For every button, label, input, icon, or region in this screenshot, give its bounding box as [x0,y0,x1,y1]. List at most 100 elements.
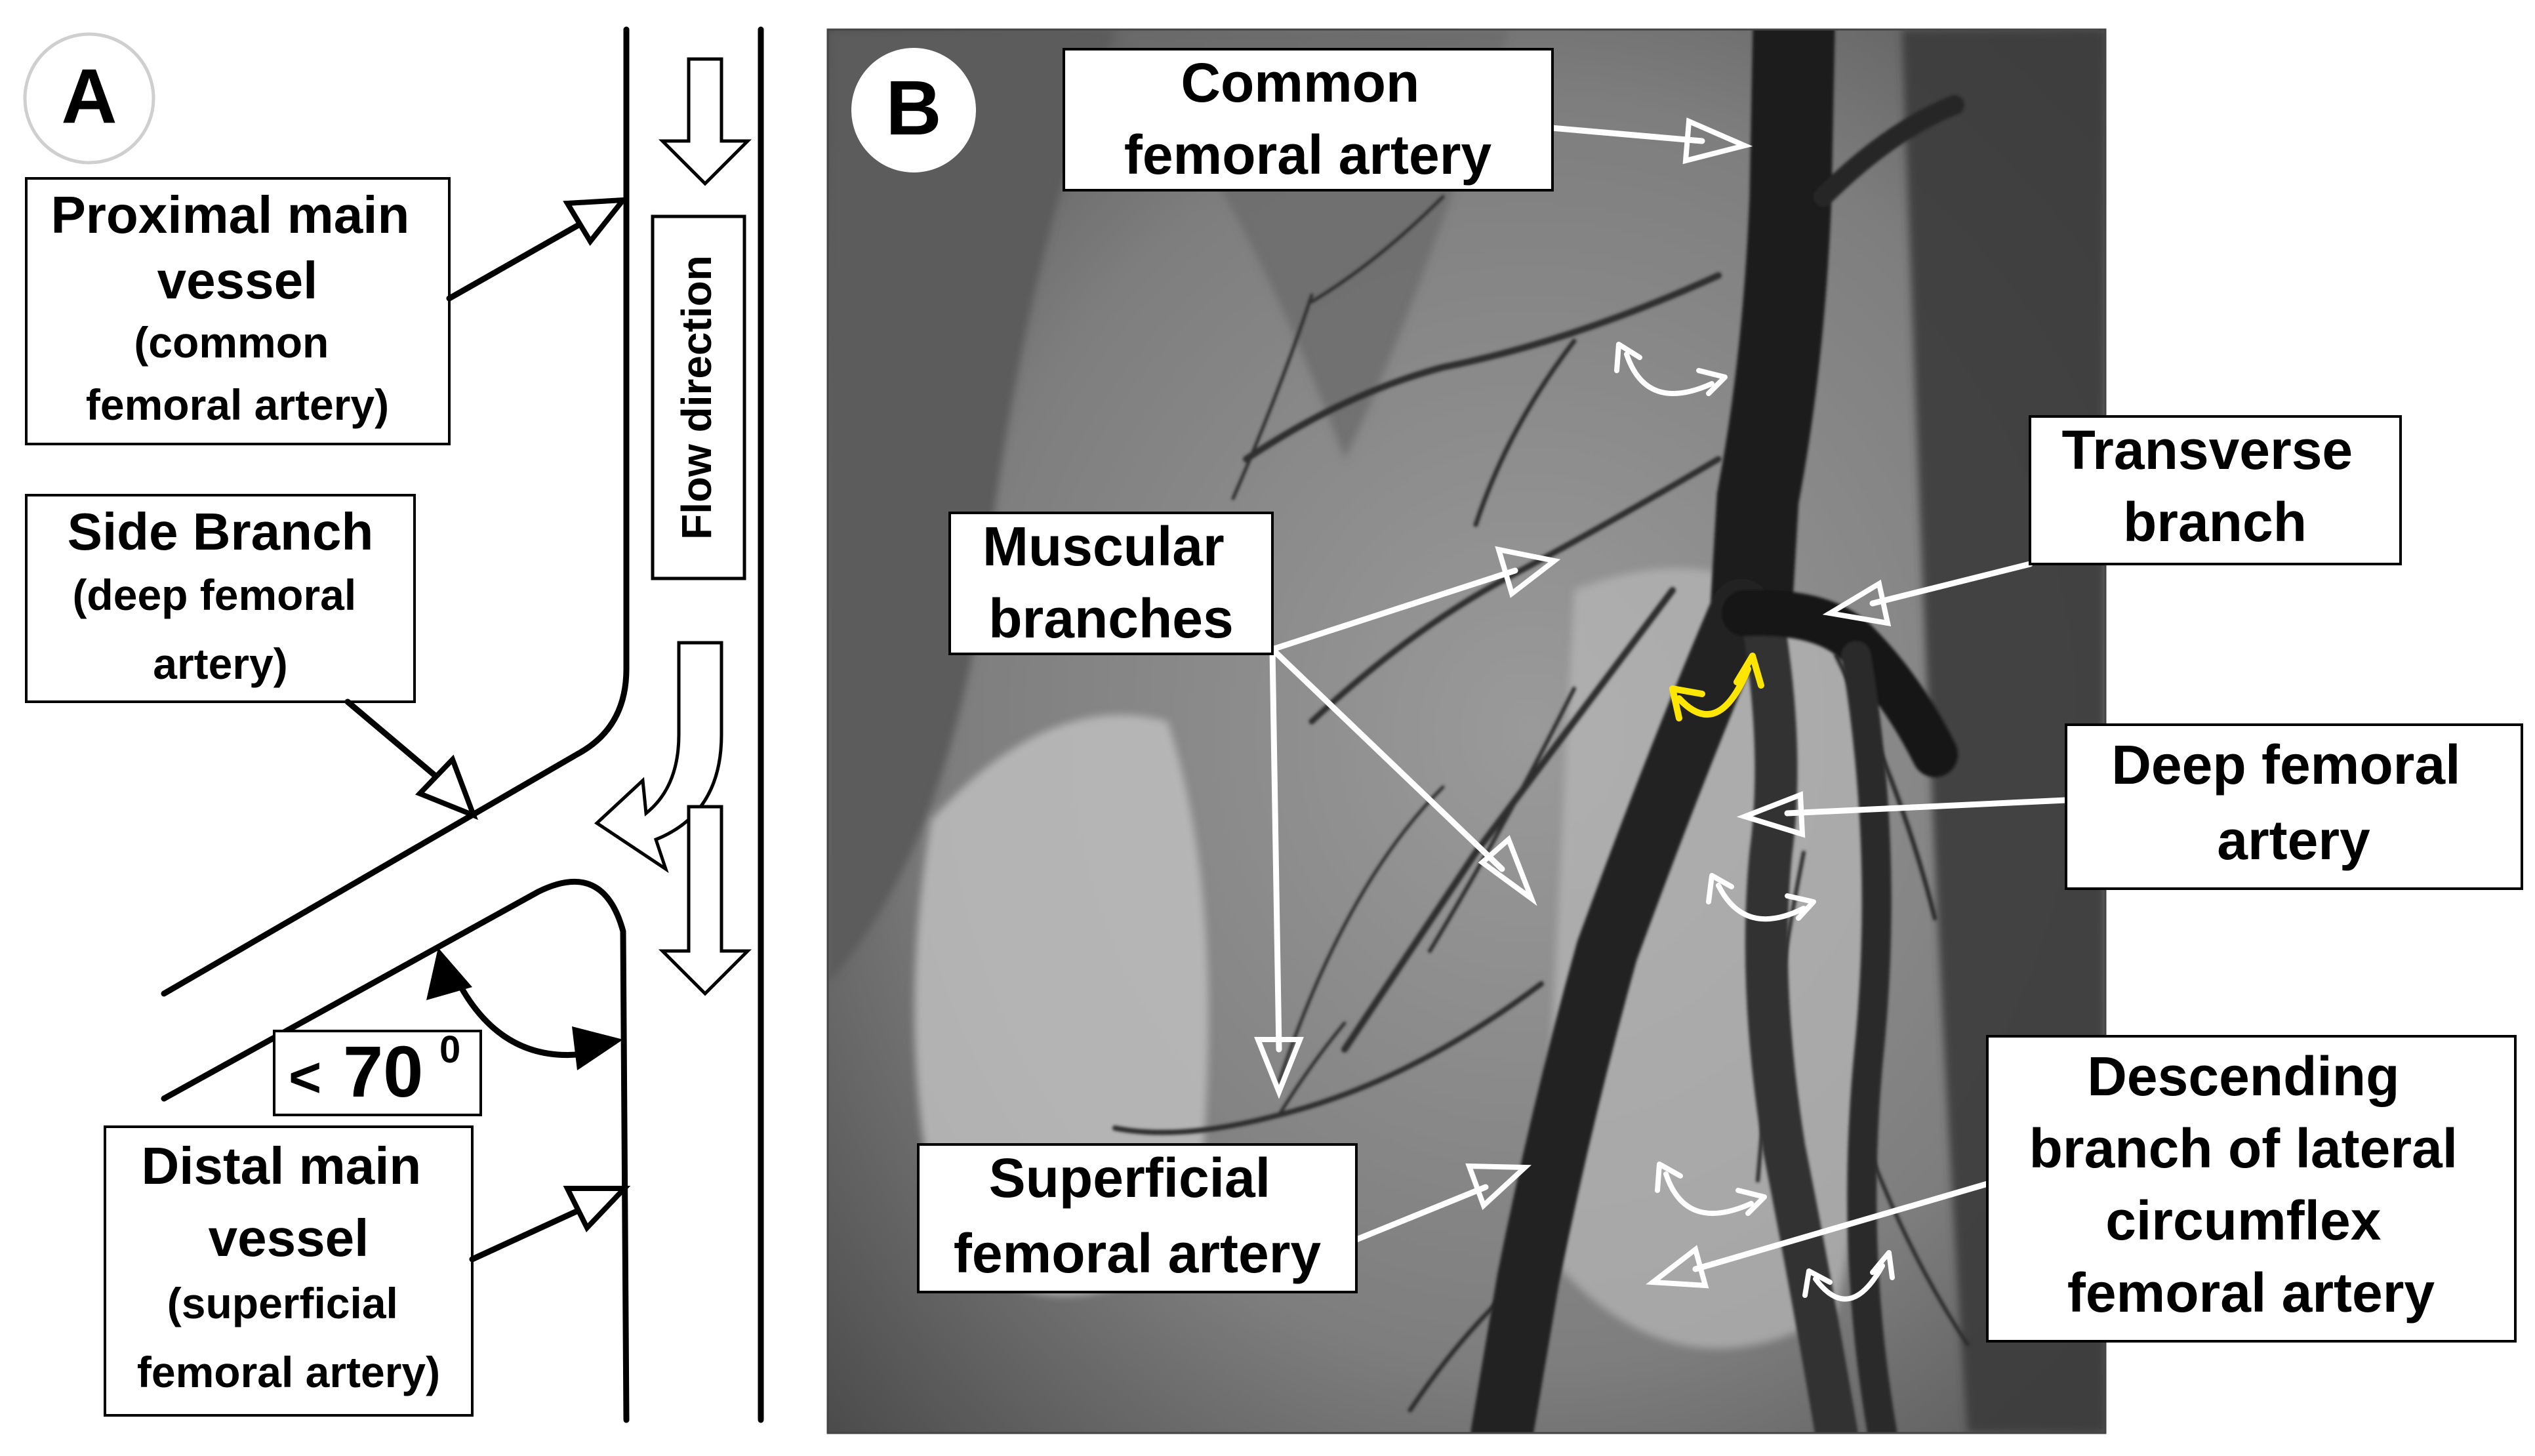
flow-curve-icons [1614,342,1895,1302]
transverse-line: branch [2123,491,2307,553]
transverse-line: Transverse [2061,419,2353,481]
flow-curve-icon [1655,1162,1767,1216]
muscular-label: Muscular branches [983,516,1240,649]
flow-arrow-down [658,805,752,996]
flow-arrow-top [658,57,752,186]
proximal-sub-line: (common [134,318,329,367]
common-femoral-label-box [1063,48,1554,192]
common-femoral-artery-vessel [1710,30,1835,651]
muscular-pointer-middle-head [1478,835,1537,906]
descending-branch-pointer [1692,1181,1991,1272]
panel-a: A Flow direction Proximal main vessel (c… [23,26,764,1423]
side-branch-pointer-head [415,754,478,820]
flow-curve-icon [1706,873,1816,922]
small-vessel [1112,981,1544,1135]
proximal-label-box [25,177,451,445]
descending-branch-pointer-head [1646,1245,1709,1289]
panel-a-letter: A [61,53,117,140]
proximal-label-title: Proximal main vessel [51,186,424,310]
proximal-sub-line: femoral artery) [86,380,389,429]
proximal-pointer-head [563,197,629,246]
angle-value: 70 [343,1032,423,1112]
small-vessel [1473,338,1577,527]
main-vessels [1470,30,1964,1433]
deep-femoral-label-box [2065,723,2523,890]
descending-branch-line: circumflex [2105,1190,2381,1251]
transverse-pointer-head [1822,579,1892,626]
common-femoral-label: Common femoral artery [1124,52,1492,186]
thigh-dark-region [828,30,1115,984]
proximal-label-sub: (common femoral artery) [86,318,389,429]
distal-sub-line: femoral artery) [137,1348,440,1396]
panel-a-letter-circle [23,32,155,165]
small-vessel [1341,587,1676,1053]
angle-arc [449,967,597,1058]
side-branch-label-sub: (deep femoral artery) [72,571,368,688]
muscular-line: Muscular [983,516,1225,577]
small-vessel [1277,1021,1347,1117]
vessel-upper-tributary [1814,95,1964,207]
superficial-femoral-line: Superficial [989,1147,1270,1209]
distal-pointer [469,1200,597,1263]
small-vessel [1428,687,1576,953]
distal-label-sub: (superficial femoral artery) [137,1279,440,1396]
muscular-pointer-lower-head [1254,1037,1304,1099]
muscular-pointer-upper [1269,567,1518,653]
proximal-title-line: vessel [157,251,318,310]
distal-sub-line: (superficial [167,1279,398,1327]
deep-femoral-pointer [1784,797,2069,817]
superficial-femoral-label-box [917,1143,1358,1293]
distal-label-box [104,1125,474,1417]
transverse-pointer [1869,561,2033,607]
panel-b-letter-circle [851,48,976,172]
superficial-femoral-artery-vessel [1470,578,1773,1433]
small-vessel [1277,785,1445,1084]
side-branch-label-title: Side Branch [68,502,374,561]
distal-left-wall [161,878,630,1423]
deep-femoral-label: Deep femoral artery [2111,734,2476,871]
small-vessel [1310,195,1445,304]
angle-arrow-head-lower [572,1026,623,1070]
deep-femoral-pointer-head [1736,791,1806,838]
side-branch-sub-line: (deep femoral [72,571,356,619]
panel-b-letter: B [885,65,941,152]
flow-label-box [651,214,746,580]
superficial-femoral-line: femoral artery [954,1223,1322,1284]
angle-prefix: < [289,1046,321,1109]
muscular-pointer-middle [1269,646,1505,872]
deep-femoral-artery-vessel [1743,608,1858,1433]
yellow-flow-icon [1669,653,1764,721]
vessel-left-wall [161,26,630,997]
descending-branch-label: Descending branch of lateral circumflex … [2029,1045,2473,1324]
muscular-label-box [948,512,1274,655]
muscular-line: branches [988,588,1234,649]
distal-title-line: Distal main [141,1137,421,1195]
deep-femoral-line: Deep femoral [2111,734,2460,796]
common-femoral-line: Common [1181,52,1419,113]
angle-unit: 0 [439,1028,460,1071]
muscular-pointer-upper-head [1495,546,1561,598]
angle-arrow-head-upper [426,948,472,1000]
superficial-femoral-pointer-head [1465,1163,1531,1210]
common-femoral-pointer [1548,125,1705,144]
proximal-pointer [446,213,597,302]
transverse-label-box [2029,415,2402,565]
flow-curve-icon [1802,1250,1895,1302]
distal-title-line: vessel [209,1209,369,1267]
superficial-femoral-pointer [1353,1184,1489,1243]
lateral-circumflex-branch-vessel [1841,641,1897,1433]
distal-pointer-head [563,1186,631,1232]
descending-branch-line: Descending [2087,1045,2399,1107]
panel-b: B [826,28,2523,1434]
angle-box [273,1030,482,1116]
muscular-pointer-lower [1269,646,1282,1053]
common-femoral-pointer-head [1682,117,1753,165]
flow-curve-icon [1614,342,1728,396]
distal-label-title: Distal main vessel [141,1137,436,1267]
superficial-femoral-label: Superficial femoral artery [954,1147,1322,1284]
proximal-title-line: Proximal main [51,186,409,244]
side-branch-label-box [25,494,416,703]
deep-femoral-line: artery [2217,809,2370,871]
